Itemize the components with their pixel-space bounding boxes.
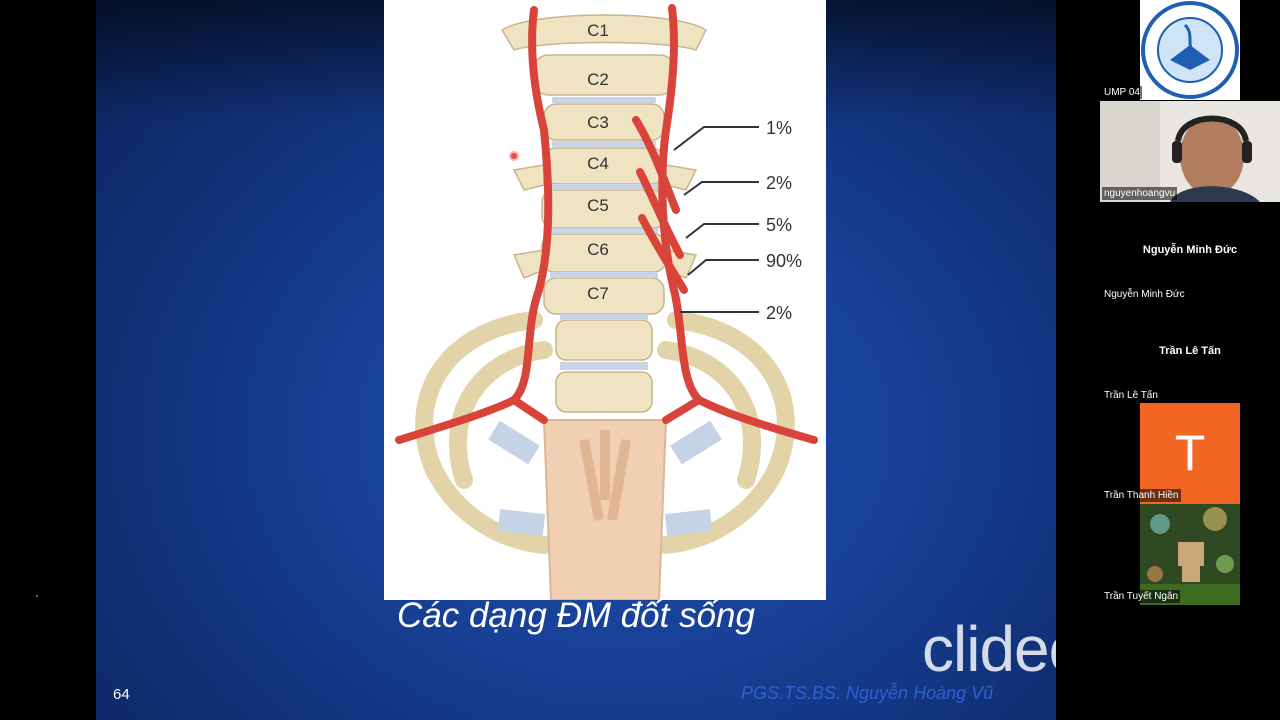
participant-center-name: Nguyễn Minh Đức bbox=[1142, 244, 1238, 256]
participant-name: UMP 04 bbox=[1102, 86, 1142, 99]
percentage-label: 90% bbox=[766, 251, 802, 271]
participant-tile-nguyenhoangvu[interactable]: nguyenhoangvu bbox=[1100, 101, 1280, 202]
avatar: T bbox=[1140, 403, 1240, 504]
vertebra-label: C7 bbox=[587, 284, 609, 303]
presentation-slide: C1 C2 C3 C4 C5 C6 C7 1% 2% 5% 90% 2% Các… bbox=[96, 0, 1056, 720]
participant-name: nguyenhoangvu bbox=[1102, 187, 1178, 200]
slide-caption: Các dạng ĐM đốt sống bbox=[397, 596, 755, 635]
percentage-label: 2% bbox=[766, 173, 792, 193]
university-logo bbox=[1140, 0, 1240, 100]
spine-figure: C1 C2 C3 C4 C5 C6 C7 1% 2% 5% 90% 2% bbox=[384, 0, 826, 600]
participants-panel[interactable]: UMP 04 nguyenhoangvu Nguyễn Minh Đức Ngu… bbox=[1100, 0, 1280, 720]
vertebra-label: C5 bbox=[587, 196, 609, 215]
percentage-label: 5% bbox=[766, 215, 792, 235]
participant-tile-tran-thanh-hien[interactable]: T Trần Thanh Hiền bbox=[1100, 403, 1280, 504]
vertebra-label: C6 bbox=[587, 240, 609, 259]
percentage-label: 1% bbox=[766, 118, 792, 138]
participant-tile-tran-le-tan[interactable]: Trần Lê Tấn Trần Lê Tấn bbox=[1100, 303, 1280, 404]
participant-center-name: Trần Lê Tấn bbox=[1159, 345, 1221, 357]
vertebra-label: C3 bbox=[587, 113, 609, 132]
participant-video bbox=[1100, 101, 1280, 202]
cursor-dot bbox=[36, 595, 38, 597]
participant-name: Trần Thanh Hiền bbox=[1102, 489, 1181, 502]
laser-pointer-dot bbox=[509, 151, 519, 161]
vertebra-label: C2 bbox=[587, 70, 609, 89]
watermark: clideo.com bbox=[922, 613, 1056, 685]
slide-author: PGS.TS.BS. Nguyễn Hoàng Vũ bbox=[741, 683, 994, 703]
cervical-spine-illustration: C1 C2 C3 C4 C5 C6 C7 1% 2% 5% 90% 2% bbox=[395, 4, 818, 600]
participant-tile-nguyen-minh-duc[interactable]: Nguyễn Minh Đức Nguyễn Minh Đức bbox=[1100, 202, 1280, 303]
vertebra-label: C4 bbox=[587, 154, 609, 173]
vertebra-label: C1 bbox=[587, 21, 609, 40]
participant-name: Nguyễn Minh Đức bbox=[1102, 288, 1187, 301]
participant-name: Trần Lê Tấn bbox=[1102, 389, 1160, 402]
percentage-label: 2% bbox=[766, 303, 792, 323]
slide-number: 64 bbox=[113, 686, 130, 703]
participant-tile-ump04[interactable]: UMP 04 bbox=[1100, 0, 1280, 101]
participant-tile-tran-tuyet-ngan[interactable]: Trần Tuyết Ngân bbox=[1100, 504, 1280, 605]
participant-photo bbox=[1140, 504, 1240, 605]
participant-name: Trần Tuyết Ngân bbox=[1102, 590, 1181, 603]
